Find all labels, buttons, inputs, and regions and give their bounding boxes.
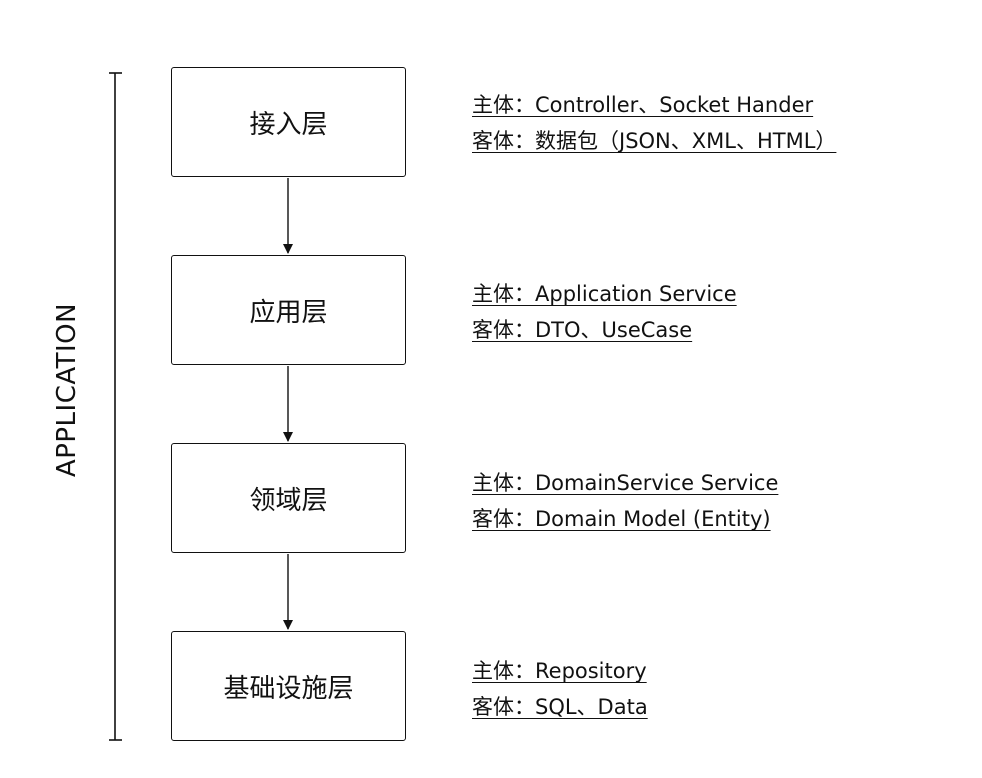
layer-object: 客体：数据包（JSON、XML、HTML） <box>472 129 837 153</box>
layer-box-infrastructure: 基础设施层 <box>171 631 406 741</box>
layer-object: 客体：Domain Model (Entity) <box>472 507 771 531</box>
layer-subject: 主体：Controller、Socket Hander <box>472 93 814 117</box>
layer-desc-infrastructure: 主体：Repository 客体：SQL、Data <box>472 653 648 725</box>
layer-name: 基础设施层 <box>223 673 354 704</box>
layer-desc-application: 主体：Application Service 客体：DTO、UseCase <box>472 276 737 348</box>
layer-name: 接入层 <box>249 109 328 140</box>
layer-subject: 主体：Repository <box>472 659 647 683</box>
scope-bracket <box>109 72 122 741</box>
layer-desc-domain: 主体：DomainService Service 客体：Domain Model… <box>472 465 778 537</box>
layer-object: 客体：DTO、UseCase <box>472 318 693 342</box>
layer-desc-access: 主体：Controller、Socket Hander 客体：数据包（JSON、… <box>472 87 836 159</box>
scope-label: APPLICATION <box>52 302 82 478</box>
layer-box-application: 应用层 <box>171 255 406 365</box>
layer-subject: 主体：DomainService Service <box>472 471 779 495</box>
layer-object: 客体：SQL、Data <box>472 695 648 719</box>
layer-box-access: 接入层 <box>171 67 406 177</box>
layer-subject: 主体：Application Service <box>472 282 737 306</box>
layer-box-domain: 领域层 <box>171 443 406 553</box>
layer-name: 应用层 <box>249 297 328 328</box>
layer-name: 领域层 <box>249 485 328 516</box>
